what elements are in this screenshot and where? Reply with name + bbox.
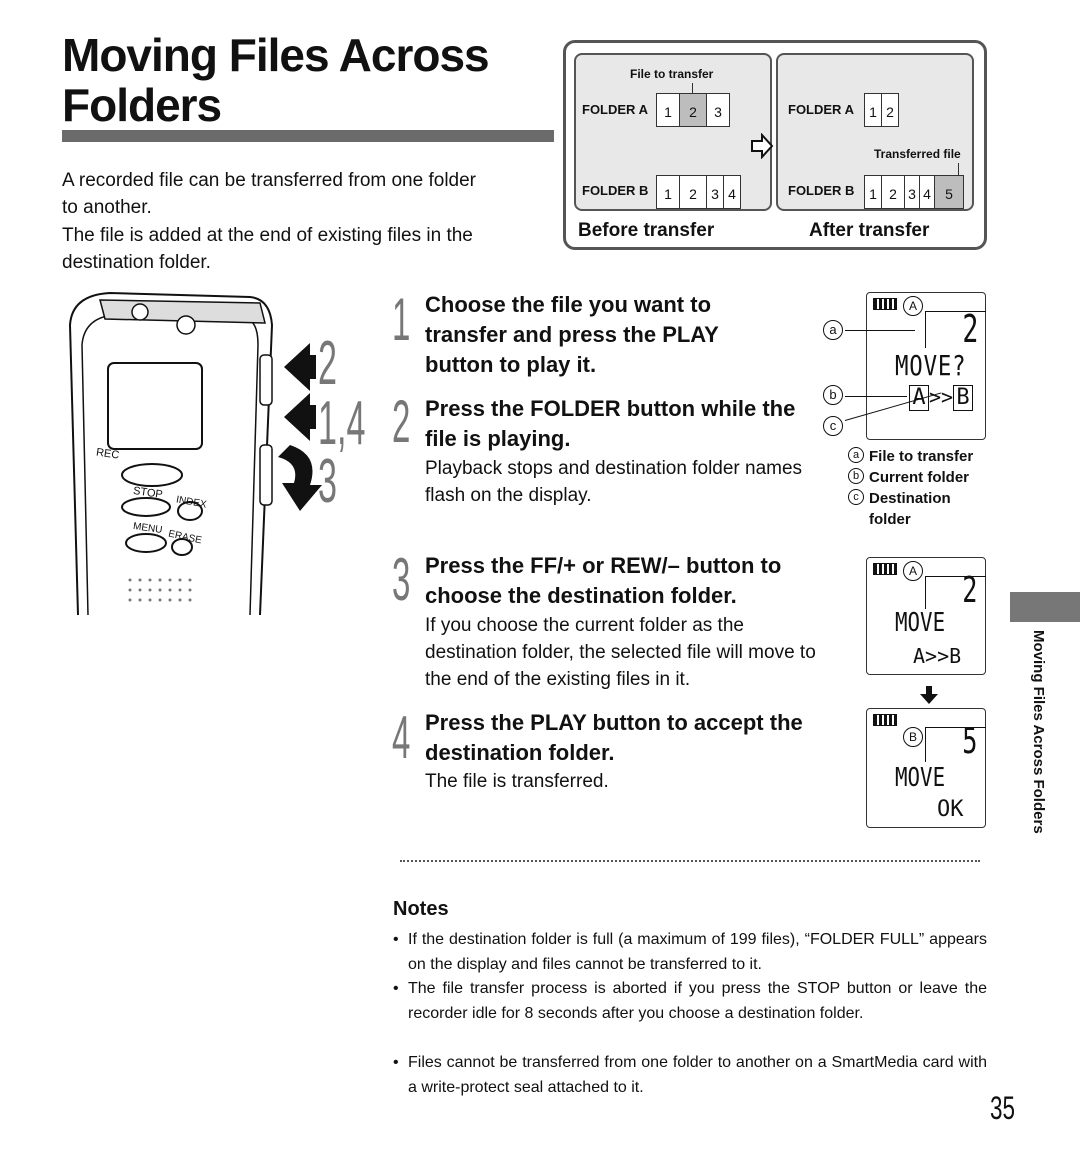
battery-icon [873,298,897,310]
folder-indicator: B [903,727,923,747]
lcd-message: MOVE [895,608,946,638]
folder-a-files: 1 2 [864,93,899,127]
step-number: 2 [392,388,411,455]
marker-a: a [823,320,843,340]
leader-line-a [845,330,915,331]
transfer-diagram: File to transfer FOLDER A 1 2 3 FOLDER B… [563,40,987,250]
note-item: •The file transfer process is aborted if… [393,980,987,1022]
file-cell: 1 [869,186,877,202]
legend-marker: a [848,447,864,463]
legend-text: Current folder [869,469,970,486]
before-panel: File to transfer FOLDER A 1 2 3 FOLDER B… [574,53,772,211]
lcd-route: A>>B [913,644,962,668]
step-number: 1 [392,286,411,353]
section-tab [1010,592,1080,622]
pointer-line [692,83,693,97]
section-tab-label: Moving Files Across Folders [1030,630,1047,834]
file-cell: 1 [664,104,672,120]
note-item: •Files cannot be transferred from one fo… [393,1054,987,1096]
step-body: The file is transferred. [425,771,609,792]
file-cell: 1 [664,186,672,202]
arrow-down-icon [920,686,938,704]
callout-3: 3 [318,447,337,516]
leader-line-b [845,396,907,397]
file-number: 2 [962,570,978,611]
lcd-frame [925,727,986,762]
file-cell: 1 [869,104,877,120]
callout-2: 2 [318,329,337,398]
folder-b-files: 1 2 3 4 [656,175,741,209]
arrow-right-icon [751,133,774,159]
notes-heading: Notes [393,898,449,920]
file-number: 2 [962,307,979,351]
folder-a-files: 1 2 3 [656,93,730,127]
route-from: A [909,385,929,411]
file-cell: 3 [706,176,723,208]
step-heading: Press the FOLDER button while the file i… [425,396,796,451]
file-to-transfer-label: File to transfer [630,67,714,81]
before-caption: Before transfer [578,220,715,241]
lcd-status: OK [937,797,964,822]
voice-recorder-illustration [68,291,322,616]
page-title: Moving Files Across Folders [62,29,490,131]
folder-indicator: A [903,296,923,316]
after-caption: After transfer [809,220,930,241]
lcd-display-move-ok: B 5 MOVE OK [866,708,986,828]
step-heading: Press the PLAY button to accept the dest… [425,710,803,765]
after-panel: FOLDER A 1 2 Transferred file FOLDER B 1… [776,53,974,211]
marker-c: c [823,416,843,436]
file-cell: 2 [679,176,706,208]
intro-paragraph-2: The file is added at the end of existing… [62,225,473,273]
folder-indicator: A [903,561,923,581]
legend-text: Destination folder [869,490,951,528]
lcd-frame [925,311,986,348]
lcd-display-move-query: A 2 MOVE? A >> B [866,292,986,440]
battery-icon [873,714,897,726]
step-number: 3 [392,546,411,613]
lcd-message: MOVE? [895,349,967,382]
folder-b-label: FOLDER B [582,183,649,198]
dotted-divider [400,860,980,862]
file-cell: 2 [881,94,898,126]
step-body: Playback stops and destination folder na… [425,458,803,506]
file-cell-highlighted: 5 [934,176,963,208]
intro-paragraph-1: A recorded file can be transferred from … [62,170,477,218]
lcd-message: MOVE [895,763,946,793]
marker-b: b [823,385,843,405]
step-body: If you choose the current folder as the … [425,615,816,690]
route-to: B [953,385,973,411]
folder-b-label: FOLDER B [788,183,855,198]
folder-b-files: 1 2 3 4 5 [864,175,964,209]
file-cell: 4 [723,176,740,208]
pointer-line [958,163,959,175]
note-item: •If the destination folder is full (a ma… [393,931,987,973]
file-number: 5 [962,721,978,762]
legend-marker: c [848,489,864,505]
file-cell: 2 [881,176,904,208]
step-heading: Choose the file you want to transfer and… [425,292,719,377]
transferred-file-label: Transferred file [874,147,961,161]
file-cell-highlighted: 2 [679,94,706,126]
legend-marker: b [848,468,864,484]
battery-icon [873,563,897,575]
page-number: 35 [990,1090,1015,1126]
title-rule [62,130,554,142]
callout-1-4: 1,4 [318,389,366,458]
step-heading: Press the FF/+ or REW/– button to choose… [425,553,782,608]
step-number: 4 [392,704,411,771]
file-cell: 3 [904,176,919,208]
file-cell: 3 [706,94,729,126]
folder-a-label: FOLDER A [788,102,854,117]
file-cell: 4 [919,176,934,208]
legend-text: File to transfer [869,448,974,465]
route-arrows: >> [929,385,954,409]
folder-a-label: FOLDER A [582,102,648,117]
lcd-display-move-flashing: A 2 MOVE A>>B [866,557,986,675]
lcd-frame [925,576,986,609]
